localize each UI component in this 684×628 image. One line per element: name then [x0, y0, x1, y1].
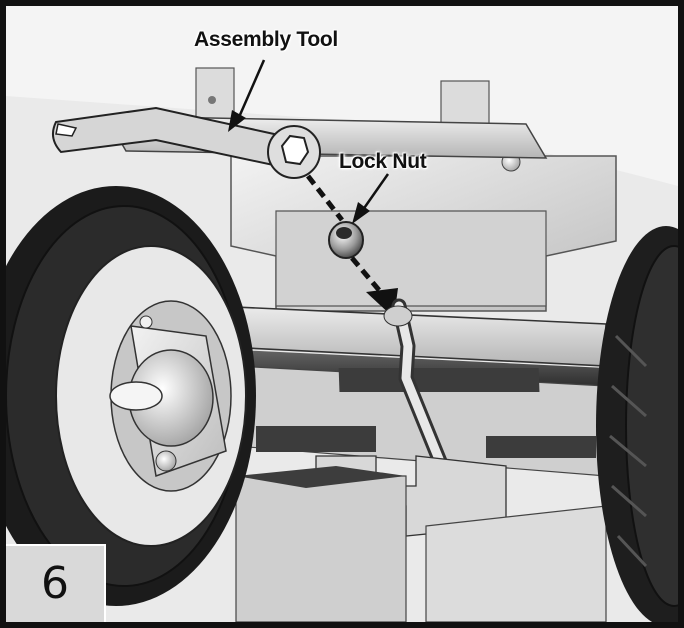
step-number-box: 6 [6, 544, 106, 622]
shaft-socket [383, 305, 413, 327]
lock-nut-label: Lock Nut [339, 150, 427, 173]
frame-slot-1 [338, 368, 540, 392]
left-wheel [6, 186, 256, 606]
right-wheel [596, 226, 678, 622]
frame-slot-3 [486, 436, 596, 458]
step-number: 6 [41, 558, 69, 609]
lock-nut [328, 221, 364, 259]
frame-block-lower [275, 210, 547, 307]
assembly-tool [51, 106, 321, 179]
mower-assembly-illustration [6, 6, 678, 622]
assembly-tool-leader-arrow [228, 59, 266, 132]
insertion-path [306, 174, 386, 298]
bottom-right-panel [425, 505, 607, 622]
frame-slot-2 [256, 426, 376, 452]
bottom-block-top [236, 466, 406, 488]
bracket-bolt-left [208, 96, 216, 104]
bent-shaft-highlight [394, 301, 459, 501]
assembly-tool-label: Assembly Tool [194, 28, 338, 51]
lock-nut-leader-arrow [352, 173, 390, 224]
bottom-block [235, 475, 407, 622]
bracket-left [195, 67, 235, 121]
bracket-right [440, 80, 490, 127]
